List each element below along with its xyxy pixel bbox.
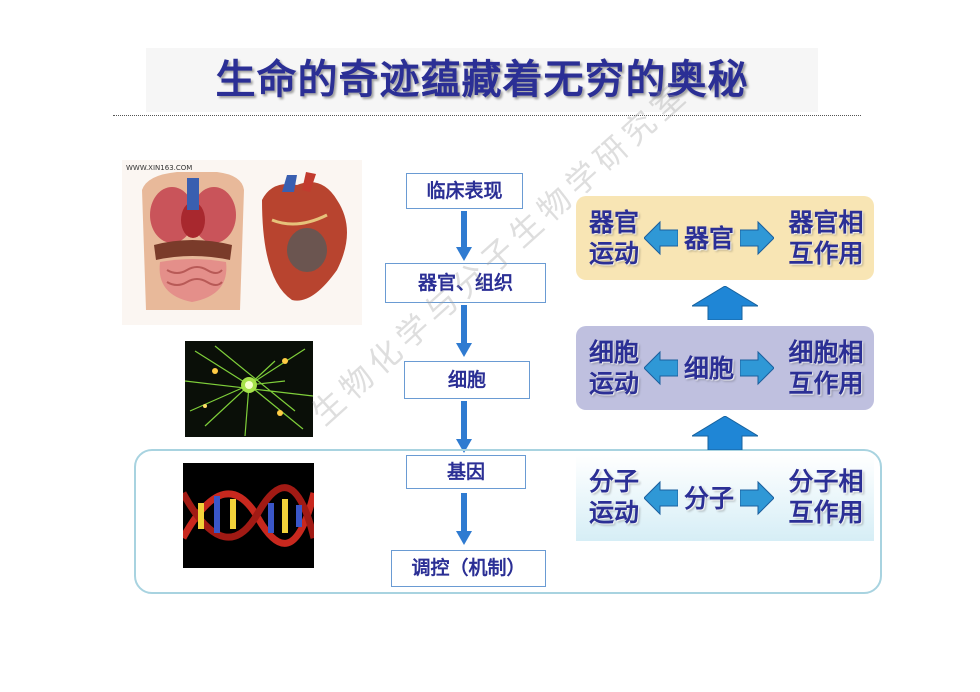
molecule-left-arrow-icon (644, 480, 678, 516)
flow-step-organ-tissue: 器官、组织 (385, 263, 546, 303)
flow-step-cell: 细胞 (404, 361, 530, 399)
cell-center-label: 细胞 (683, 354, 734, 383)
molecular-group-frame (134, 449, 882, 594)
flow-step-regulation: 调控（机制） (391, 550, 546, 587)
flow-arrow-2 (456, 305, 472, 357)
organ-level-panel: 器官 运动 器官 器官相 互作用 (576, 196, 874, 280)
organ-right-arrow-icon (740, 220, 774, 256)
flow-step-clinical: 临床表现 (406, 173, 523, 209)
cell-right-arrow-icon (740, 350, 774, 386)
molecule-center-label: 分子 (683, 484, 734, 513)
flow-arrow-1 (456, 211, 472, 261)
cell-level-panel: 细胞 运动 细胞 细胞相 互作用 (576, 326, 874, 410)
flow-step-gene: 基因 (406, 455, 526, 489)
molecule-interaction-label: 分子相 互作用 (788, 467, 864, 527)
cell-interaction-label: 细胞相 互作用 (788, 338, 864, 398)
organ-left-arrow-icon (644, 220, 678, 256)
up-arrow-organ-icon (692, 286, 758, 320)
title-divider (113, 115, 861, 116)
neuron-image (185, 341, 313, 437)
anatomy-image: WWW.XIN163.COM (122, 160, 362, 325)
organ-interaction-label: 器官相 互作用 (788, 208, 864, 268)
dna-illustration (183, 463, 314, 568)
organ-center-label: 器官 (683, 224, 734, 253)
organ-motion-label: 器官 运动 (588, 208, 639, 268)
anatomy-caption: WWW.XIN163.COM (126, 164, 192, 172)
flow-arrow-4 (456, 493, 472, 545)
dna-image (183, 463, 314, 568)
flow-arrow-3 (456, 401, 472, 453)
cell-left-arrow-icon (644, 350, 678, 386)
up-arrow-cell-icon (692, 416, 758, 450)
neuron-illustration (185, 341, 313, 437)
molecule-motion-label: 分子 运动 (588, 467, 639, 527)
molecule-level-panel: 分子 运动 分子 分子相 互作用 (576, 455, 874, 541)
molecule-right-arrow-icon (740, 480, 774, 516)
cell-motion-label: 细胞 运动 (588, 338, 639, 398)
page-title: 生命的奇迹蕴藏着无穷的奥秘 (146, 48, 818, 112)
anatomy-illustration: WWW.XIN163.COM (122, 160, 362, 325)
